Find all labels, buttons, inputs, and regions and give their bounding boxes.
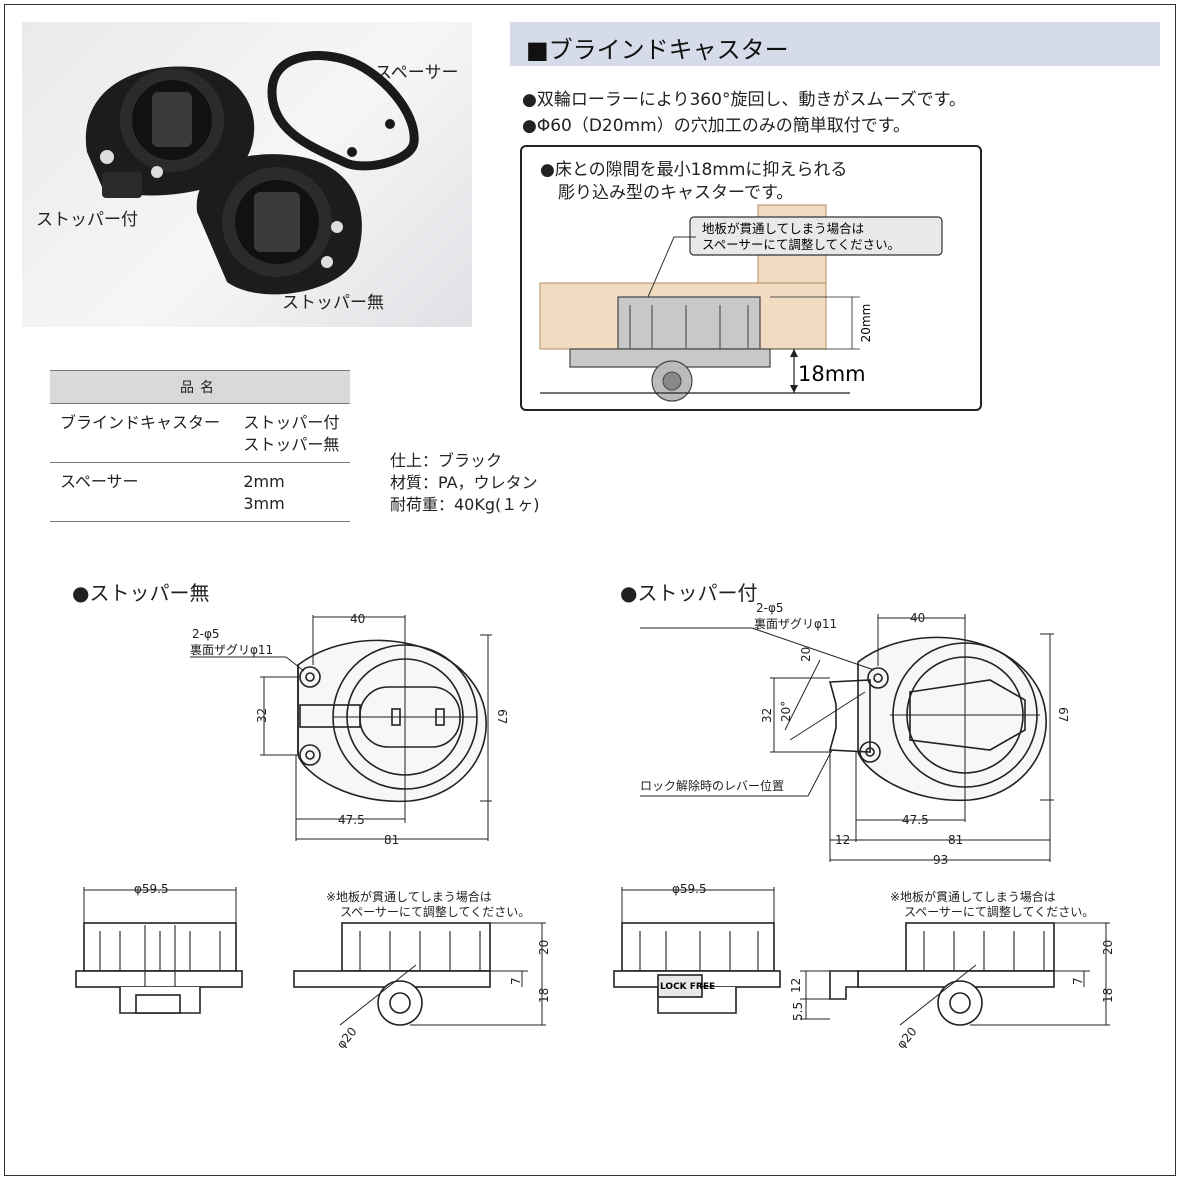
install-dim-gap: 18mm — [798, 362, 866, 386]
product-variant: ストッパー無 — [243, 435, 340, 454]
spec-material: 材質：PA，ウレタン — [390, 473, 538, 492]
product-name: ブラインドキャスター — [50, 403, 234, 463]
drawing-title-without-stopper: ●ストッパー無 — [72, 581, 210, 605]
dim-right: 67 — [1056, 707, 1070, 722]
photo-label-spacer: スペーサー — [375, 63, 459, 83]
install-callout-line-2: スペーサーにて調整してください。 — [702, 237, 900, 252]
spec-finish: 仕上：ブラック — [390, 451, 503, 470]
product-photo-illustration — [85, 51, 419, 295]
side-views: φ59.5 ※地板が貫通してしまう場合は スペーサーにて調整してください。 20… — [75, 882, 1115, 1052]
side-note-1: ※地板が貫通してしまう場合は — [326, 889, 492, 904]
install-line-2: 彫り込み型のキャスターです。 — [558, 183, 794, 203]
dim-right: 67 — [495, 709, 509, 724]
product-variants: ストッパー付 ストッパー無 — [233, 403, 350, 463]
dim-left: 32 — [255, 708, 269, 723]
product-name: スペーサー — [50, 462, 234, 522]
side-dim-20: 20 — [537, 940, 551, 955]
section-title: ■ブラインドキャスター — [526, 36, 789, 64]
dim-angle-length: 20 — [799, 647, 813, 662]
side-note-1-with-stopper: ※地板が貫通してしまう場合は — [890, 889, 1056, 904]
side-diameter-with-stopper: φ59.5 — [672, 882, 707, 896]
side-note-2-with-stopper: スペーサーにて調整してください。 — [904, 904, 1094, 919]
photo-label-with-stopper: ストッパー付 — [36, 210, 138, 230]
drawing-title-with-stopper: ●ストッパー付 — [620, 581, 758, 605]
product-name-table: 品名 ブラインドキャスター ストッパー付 ストッパー無 スペーサー 2mm 3m… — [50, 370, 350, 522]
installation-diagram: 20mm 18mm 地板が貫通してしまう場合は スペーサーにて調整してください。 — [539, 204, 943, 402]
dim-bottom-ext: 12 — [835, 833, 850, 847]
product-variant: 2mm — [243, 472, 285, 491]
section-title-bar — [510, 22, 1160, 66]
dim-bottom-mid: 81 — [948, 833, 963, 847]
side-dim-5-5: 5.5 — [791, 1002, 805, 1021]
dim-left: 32 — [760, 708, 774, 723]
dim-bottom-inner: 47.5 — [902, 813, 929, 827]
side-note-2: スペーサーにて調整してください。 — [340, 904, 530, 919]
dim-angle: 20° — [779, 701, 793, 722]
installation-diagram-box — [520, 145, 982, 411]
side-dim-7-with-stopper: 7 — [1071, 977, 1085, 985]
dim-top: 40 — [910, 611, 925, 625]
photo-label-without-stopper: ストッパー無 — [282, 293, 384, 313]
product-variants: 2mm 3mm — [233, 462, 350, 522]
lever-plate: LOCK FREE — [660, 982, 715, 992]
dim-bottom-total: 93 — [933, 853, 948, 867]
side-dim-12: 12 — [789, 978, 803, 993]
top-view-without-stopper: 40 32 67 47.5 81 2-φ5 裏面ザグリφ11 — [190, 612, 509, 847]
feature-1: ●双輪ローラーにより360°旋回し、動きがスムーズです。 — [522, 90, 966, 110]
spec-load: 耐荷重：40Kg(１ヶ) — [390, 495, 540, 514]
side-dim-20-with-stopper: 20 — [1101, 940, 1115, 955]
spec-block: 仕上：ブラック 材質：PA，ウレタン 耐荷重：40Kg(１ヶ) — [390, 450, 540, 516]
table-row: スペーサー 2mm 3mm — [50, 462, 350, 522]
product-table-header: 品名 — [50, 370, 350, 404]
side-dim-18-with-stopper: 18 — [1101, 988, 1115, 1003]
lever-label: ロック解除時のレバー位置 — [640, 778, 784, 793]
dim-top: 40 — [350, 612, 365, 626]
page-frame — [4, 4, 1176, 1176]
install-dim-depth: 20mm — [859, 304, 873, 343]
product-variant: 3mm — [243, 494, 285, 513]
counterbore-label: 裏面ザグリφ11 — [190, 642, 273, 657]
side-wheel-with-stopper: φ20 — [894, 1025, 920, 1052]
feature-2: ●Φ60（D20mm）の穴加工のみの簡単取付です。 — [522, 116, 910, 136]
install-callout-line-1: 地板が貫通してしまう場合は — [702, 221, 864, 236]
side-wheel: φ20 — [334, 1025, 360, 1052]
side-dim-7: 7 — [509, 977, 523, 985]
side-dim-18: 18 — [537, 988, 551, 1003]
hole-label: 2-φ5 — [756, 601, 784, 615]
table-row: ブラインドキャスター ストッパー付 ストッパー無 — [50, 403, 350, 463]
counterbore-label: 裏面ザグリφ11 — [754, 616, 837, 631]
side-diameter: φ59.5 — [134, 882, 169, 896]
dim-bottom-inner: 47.5 — [338, 813, 365, 827]
top-view-with-stopper: 40 32 20 20° 67 47.5 12 81 93 2-φ5 裏面ザグリ… — [640, 601, 1070, 867]
product-photo — [22, 22, 472, 327]
dim-bottom-total: 81 — [384, 833, 399, 847]
install-line-1: ●床との隙間を最小18mmに抑えられる — [540, 160, 848, 180]
hole-label: 2-φ5 — [192, 627, 220, 641]
product-variant: ストッパー付 — [243, 413, 340, 432]
